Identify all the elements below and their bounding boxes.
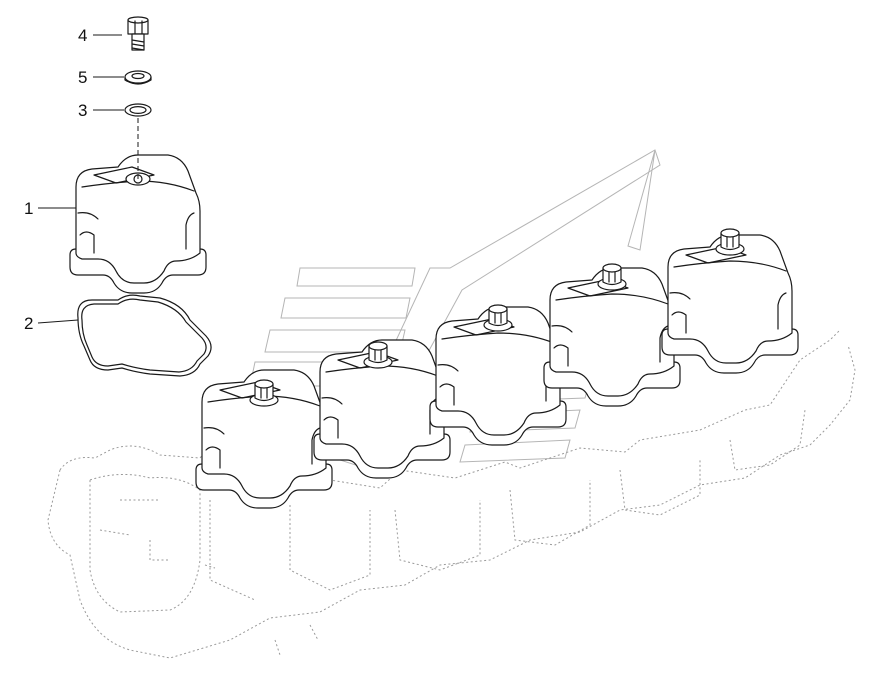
seal-ring-part	[124, 103, 152, 117]
callout-number-1: 1	[24, 199, 33, 218]
callout-number-5: 5	[78, 68, 87, 87]
gasket-part	[77, 294, 212, 377]
mounted-cover-4	[543, 263, 681, 407]
callout-number-3: 3	[78, 101, 87, 120]
mounted-cover-5	[661, 228, 799, 374]
callout-leader-2	[37, 319, 79, 324]
washer-part	[124, 70, 152, 85]
bolt-part	[127, 16, 149, 51]
callout-number-2: 2	[24, 314, 33, 333]
mounted-cover-1	[195, 369, 333, 509]
callout-number-4: 4	[78, 26, 87, 45]
